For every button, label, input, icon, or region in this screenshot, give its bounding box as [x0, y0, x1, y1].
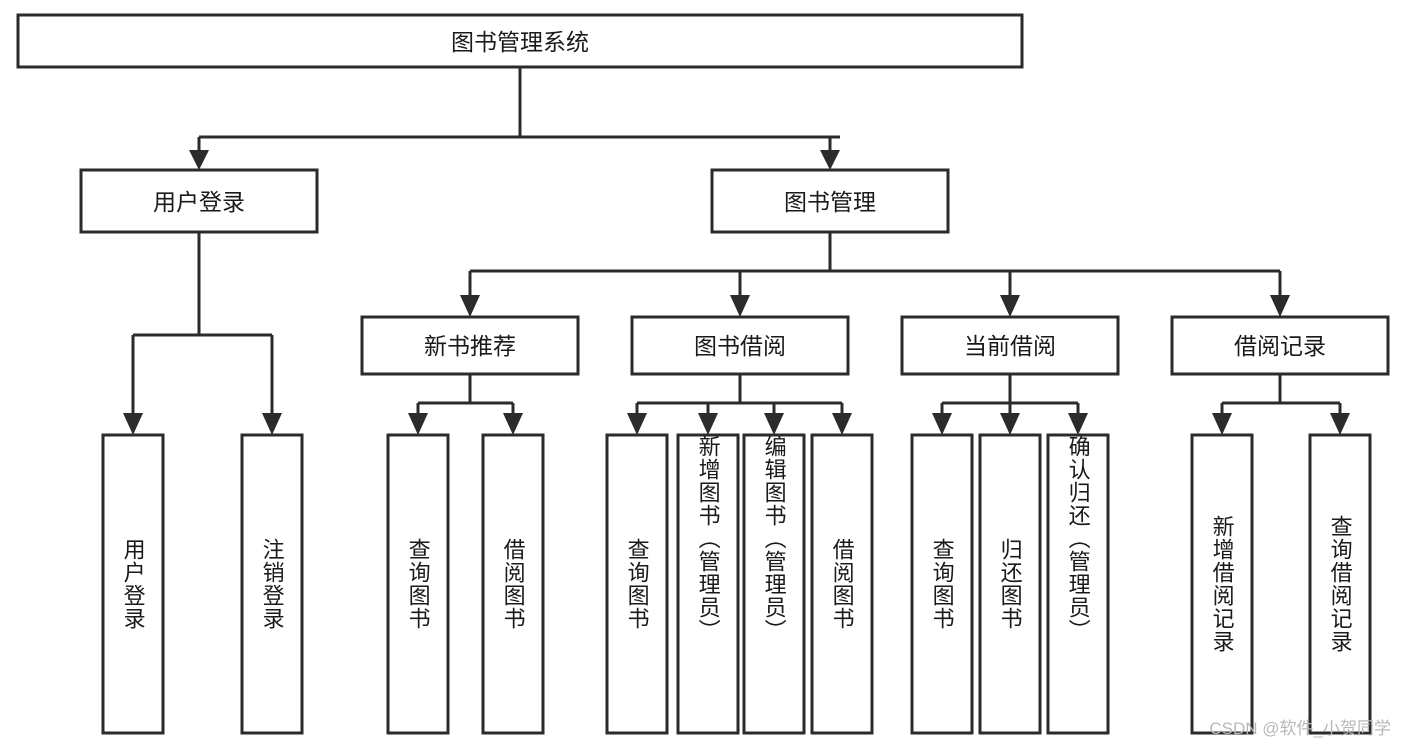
arrow-head-borrowrecord-leaf-1 — [1212, 413, 1232, 435]
node-root-label: 图书管理系统 — [451, 29, 589, 55]
arrow-head-currentborrow-leaf-1 — [932, 413, 952, 435]
node-book-management-box[interactable] — [710, 168, 950, 234]
node-current-borrow[interactable]: 当前借阅 — [900, 315, 1120, 376]
arrow-head-bookborrow-leaf-1 — [627, 413, 647, 435]
node-book-management-label: 图书管理 — [784, 189, 876, 215]
node-user-login-box[interactable] — [79, 168, 319, 234]
arrow-head-bookborrow-leaf-2 — [698, 413, 718, 435]
node-leaf-logout-box[interactable] — [240, 433, 304, 735]
node-book-borrow-box[interactable] — [630, 315, 850, 376]
node-leaf-bb-query-box[interactable] — [605, 433, 669, 735]
arrow-head-book-mgmt — [820, 150, 840, 170]
node-borrow-record-box[interactable] — [1170, 315, 1390, 376]
arrow-head-leaf-user-login — [123, 413, 143, 435]
node-leaf-br-query-box[interactable] — [1308, 433, 1372, 735]
arrow-head-currentborrow-leaf-3 — [1068, 413, 1088, 435]
node-root[interactable]: 图书管理系统 — [16, 13, 1024, 69]
arrow-head-new-book — [460, 295, 480, 317]
node-leaf-bb-borrow-box[interactable] — [810, 433, 874, 735]
node-user-login-label: 用户登录 — [153, 189, 245, 215]
node-current-borrow-label: 当前借阅 — [964, 333, 1056, 359]
node-borrow-record[interactable]: 借阅记录 — [1170, 315, 1390, 376]
edge-layer — [123, 67, 1350, 435]
node-user-login[interactable]: 用户登录 — [79, 168, 319, 234]
arrow-head-borrowrecord-leaf-2 — [1330, 413, 1350, 435]
node-layer: 图书管理系统 用户登录 图书管理 新书推荐 图书借阅 当前借阅 借阅记录 — [16, 13, 1390, 735]
node-book-management[interactable]: 图书管理 — [710, 168, 950, 234]
node-leaf-newbook-query-box[interactable] — [386, 433, 450, 735]
node-root-box[interactable] — [16, 13, 1024, 69]
arrow-head-currentborrow-leaf-2 — [1000, 413, 1020, 435]
arrow-head-bookborrow-leaf-4 — [832, 413, 852, 435]
arrow-head-newbook-leaf-1 — [408, 413, 428, 435]
node-borrow-record-label: 借阅记录 — [1234, 333, 1326, 359]
arrow-head-leaf-logout — [262, 413, 282, 435]
node-leaf-user-login-box[interactable] — [101, 433, 165, 735]
node-new-book-recommend[interactable]: 新书推荐 — [360, 315, 580, 376]
node-leaf-cb-confirm-box[interactable] — [1046, 433, 1110, 735]
node-book-borrow-label: 图书借阅 — [694, 333, 786, 359]
node-new-book-recommend-box[interactable] — [360, 315, 580, 376]
node-leaf-cb-query-box[interactable] — [910, 433, 974, 735]
arrow-head-user-login — [189, 150, 209, 170]
arrow-head-borrow-record — [1270, 295, 1290, 317]
node-new-book-recommend-label: 新书推荐 — [424, 333, 516, 359]
arrow-head-book-borrow — [730, 295, 750, 317]
node-leaf-cb-return-box[interactable] — [978, 433, 1042, 735]
node-leaf-newbook-borrow-box[interactable] — [481, 433, 545, 735]
node-leaf-bb-add-box[interactable] — [676, 433, 740, 735]
node-leaf-br-add-box[interactable] — [1190, 433, 1254, 735]
arrow-head-newbook-leaf-2 — [503, 413, 523, 435]
node-leaf-bb-edit-box[interactable] — [742, 433, 806, 735]
arrow-head-bookborrow-leaf-3 — [764, 413, 784, 435]
node-book-borrow[interactable]: 图书借阅 — [630, 315, 850, 376]
node-current-borrow-box[interactable] — [900, 315, 1120, 376]
arrow-head-current-borrow — [1000, 295, 1020, 317]
